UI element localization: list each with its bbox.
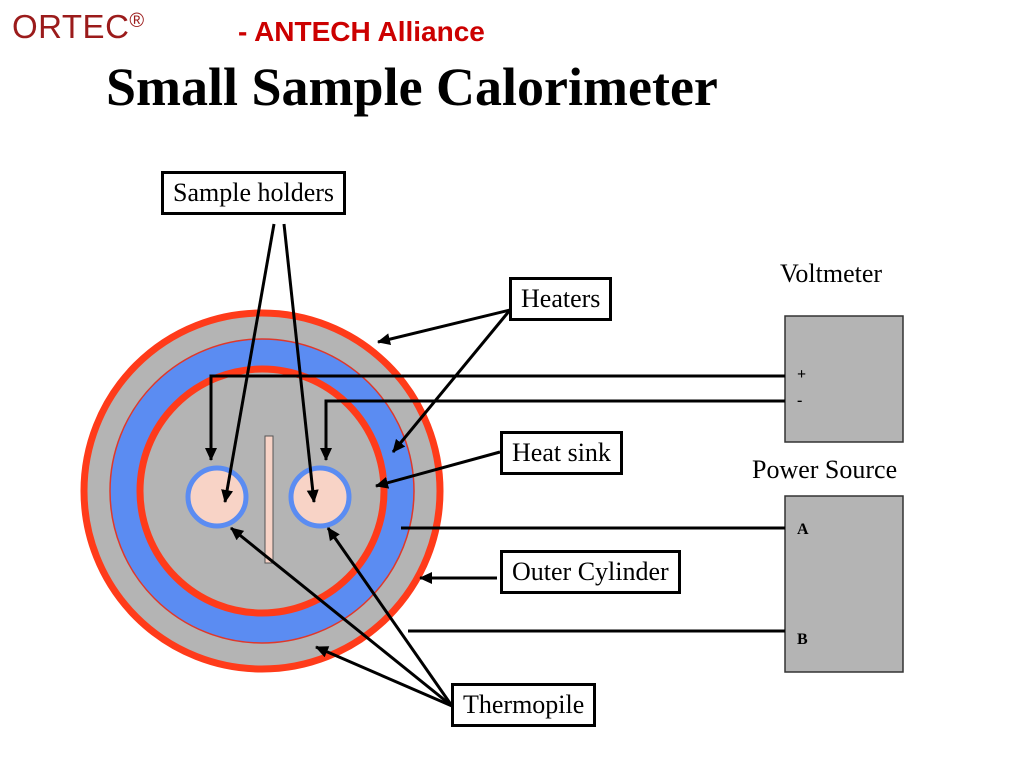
wire-voltmeter-minus [320, 399, 785, 461]
arrow-sample-left [221, 223, 276, 503]
heat-sink-ring [110, 339, 414, 643]
page-title: Small Sample Calorimeter [106, 57, 718, 117]
voltmeter-minus-terminal: - [797, 392, 803, 409]
arrow-sample-right [282, 223, 319, 503]
arrow-thermopile-left [230, 526, 453, 708]
power-source-title: Power Source [752, 455, 898, 484]
arrow-heater-outer [377, 308, 511, 346]
thermopile-label: Thermopile [451, 683, 597, 727]
registered-mark: ® [129, 10, 145, 32]
arrow-heater-inner [391, 309, 512, 453]
alliance-subtitle: - ANTECH Alliance [238, 16, 485, 47]
voltmeter-plus-terminal: + [797, 366, 807, 383]
sample-holder-left [185, 465, 249, 529]
heaters-label: Heaters [509, 277, 613, 321]
heat-sink-label: Heat sink [500, 431, 623, 475]
sample-holders-label: Sample holders [161, 171, 347, 215]
ortec-logo: ORTEC® [12, 8, 145, 46]
inner-heater-ring [136, 365, 388, 617]
arrow-heat-sink [375, 450, 501, 489]
power-a-terminal: A [797, 521, 809, 538]
brand-name: ORTEC [12, 8, 130, 45]
wire-voltmeter-plus [205, 374, 785, 461]
heat-sink-ring-edge [109, 338, 415, 644]
arrow-thermopile-ring [315, 645, 453, 708]
power-b-terminal: B [797, 631, 808, 648]
voltmeter-box [784, 315, 904, 443]
voltmeter-title: Voltmeter [780, 259, 883, 288]
separator-plate [264, 435, 274, 564]
sample-holder-right [288, 465, 352, 529]
outer-cylinder-label: Outer Cylinder [500, 550, 681, 594]
power-source-box [784, 495, 904, 673]
arrow-thermopile-right [326, 527, 454, 707]
